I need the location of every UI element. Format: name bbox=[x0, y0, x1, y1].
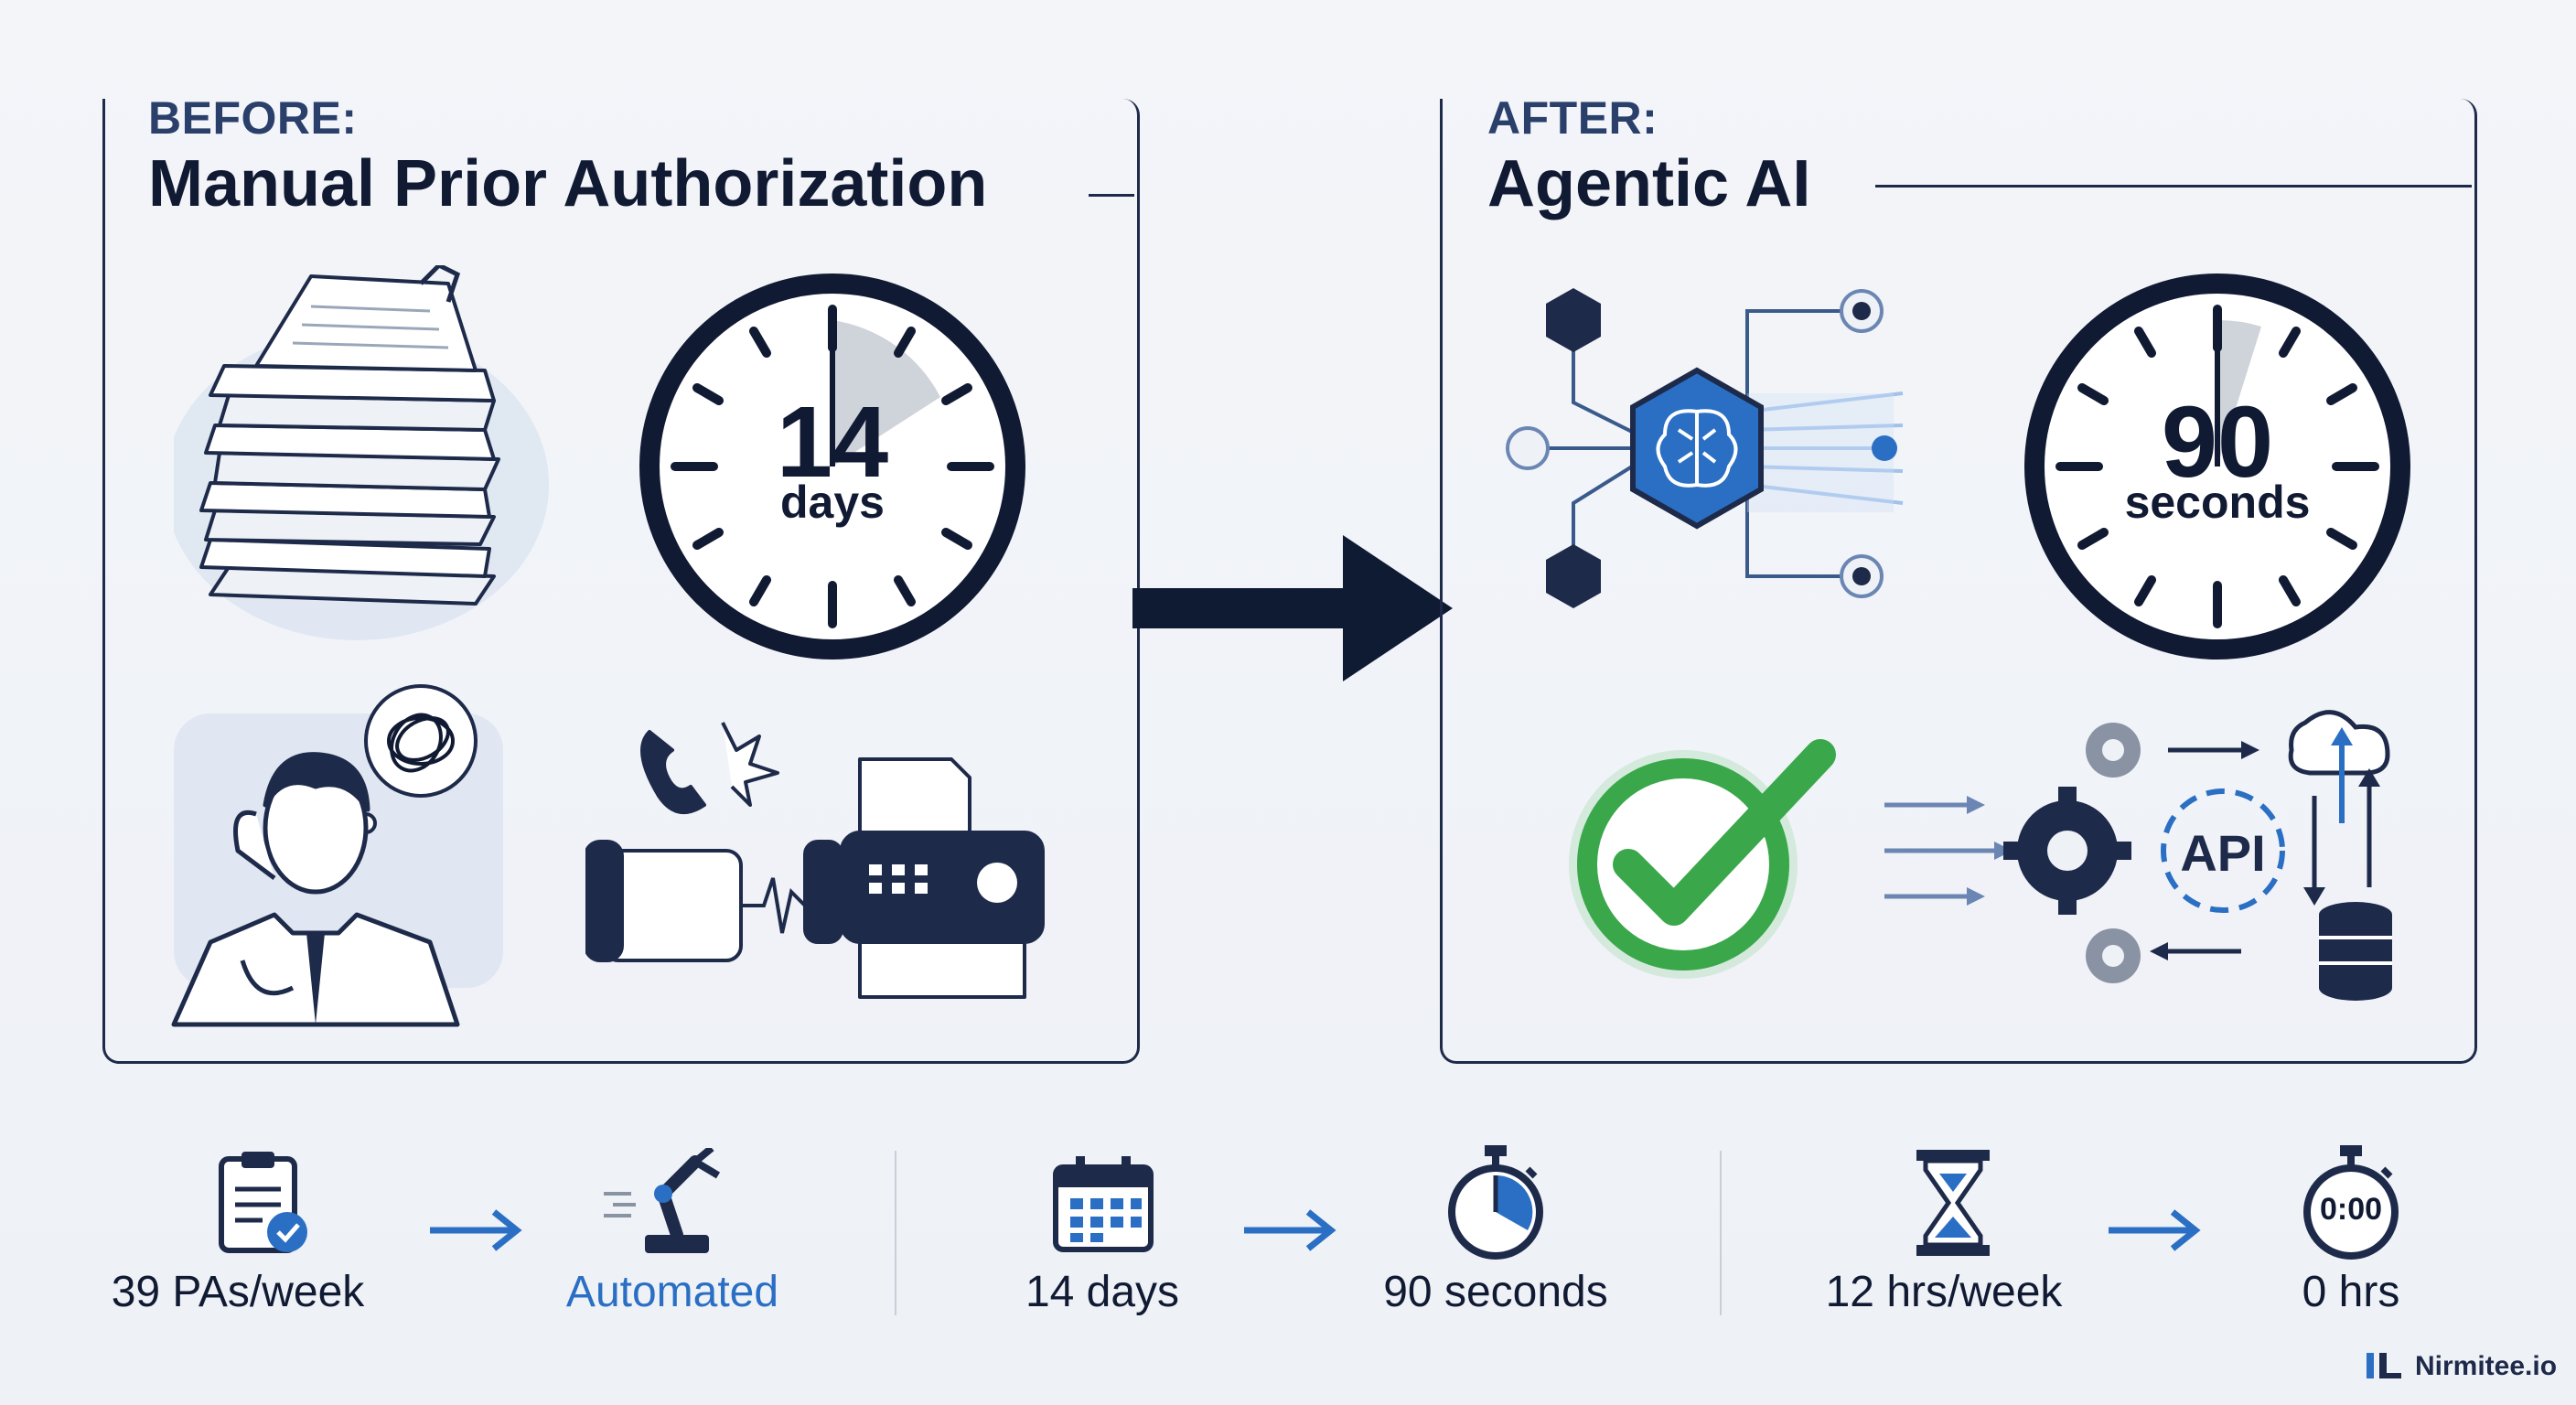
metric-1-arrow-icon bbox=[430, 1209, 522, 1251]
stressed-doctor-icon bbox=[171, 684, 503, 1027]
metric-2-arrow-icon bbox=[1244, 1209, 1336, 1251]
approved-check-icon bbox=[1569, 739, 1836, 979]
after-title: Agentic AI bbox=[1487, 147, 1811, 220]
brand-name: Nirmitee.io bbox=[2415, 1351, 2558, 1381]
clipboard-check-icon bbox=[219, 1152, 307, 1253]
api-label: API bbox=[2180, 824, 2266, 882]
after-clock-icon bbox=[2024, 273, 2410, 660]
metric-3-arrow-icon bbox=[2109, 1209, 2201, 1251]
hourglass-icon bbox=[1916, 1150, 1990, 1256]
metric-3-after: 0 hrs bbox=[2302, 1268, 2400, 1316]
after-clock-unit: seconds bbox=[2124, 477, 2311, 528]
before-clock-icon bbox=[639, 273, 1025, 660]
before-kicker: BEFORE: bbox=[148, 92, 358, 144]
after-panel-frame bbox=[1440, 99, 2477, 1064]
calendar-icon bbox=[1053, 1156, 1154, 1252]
metric-2-before: 14 days bbox=[1025, 1268, 1180, 1316]
after-kicker: AFTER: bbox=[1487, 92, 1658, 144]
transition-arrow-icon bbox=[1132, 535, 1453, 681]
metric-divider-2 bbox=[1720, 1151, 1722, 1315]
before-clock-unit: days bbox=[780, 477, 885, 528]
stopwatch-icon bbox=[1448, 1145, 1543, 1260]
phone-fax-icon bbox=[585, 722, 1045, 999]
after-frame-top-right bbox=[1875, 185, 2472, 188]
brand-logo-icon bbox=[2367, 1353, 2401, 1378]
timer-icon bbox=[2303, 1145, 2399, 1260]
api-integration-icon bbox=[1884, 710, 2392, 1001]
paper-stack-icon bbox=[174, 265, 549, 640]
metric-3-before: 12 hrs/week bbox=[1825, 1268, 2063, 1316]
metric-1-before: 39 PAs/week bbox=[111, 1268, 365, 1316]
metric-1-after: Automated bbox=[565, 1268, 779, 1316]
after-clock-value: 90 bbox=[2161, 386, 2274, 499]
metric-divider-1 bbox=[895, 1151, 896, 1315]
robot-arm-icon bbox=[604, 1148, 721, 1253]
after-frame-cover bbox=[1440, 99, 1443, 154]
before-clock-value: 14 bbox=[776, 386, 889, 499]
ai-brain-network-icon bbox=[1506, 288, 1904, 608]
before-frame-top-right bbox=[1089, 194, 1134, 197]
before-title: Manual Prior Authorization bbox=[148, 147, 988, 220]
timer-readout: 0:00 bbox=[2319, 1192, 2383, 1227]
metric-2-after: 90 seconds bbox=[1383, 1268, 1608, 1316]
before-panel-frame bbox=[102, 99, 1140, 1064]
